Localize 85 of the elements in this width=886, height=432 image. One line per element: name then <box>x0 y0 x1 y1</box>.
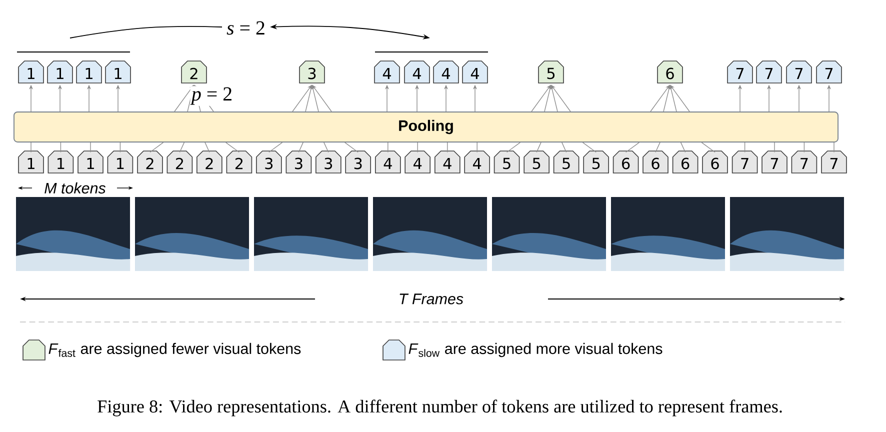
token: 5 <box>524 150 550 174</box>
token: 4 <box>374 60 400 84</box>
connector-line <box>30 142 32 153</box>
connector-line <box>625 142 640 153</box>
token: 4 <box>374 150 401 174</box>
token: 6 <box>642 150 668 174</box>
connector-line <box>268 142 283 153</box>
connector-line <box>204 142 210 153</box>
connector-line <box>655 142 660 153</box>
token: 4 <box>433 60 459 84</box>
connector-line <box>344 142 358 153</box>
video-frame <box>16 196 130 271</box>
connector-line <box>562 142 567 153</box>
pool-size-label: p = 2 <box>190 86 234 106</box>
pooling-bar: Pooling <box>14 112 838 142</box>
token: 7 <box>816 60 842 84</box>
token: 7 <box>762 150 788 174</box>
connector-line <box>179 142 185 153</box>
token: 3 <box>316 150 342 174</box>
connector-line <box>225 142 240 153</box>
token: 4 <box>404 60 430 84</box>
token: 7 <box>786 60 812 84</box>
token: 1 <box>48 150 74 174</box>
connector-line <box>506 142 521 153</box>
connector-line <box>536 142 542 153</box>
video-frame <box>730 196 844 271</box>
token: 2 <box>137 150 163 174</box>
token: 4 <box>434 150 460 174</box>
connector-line <box>680 142 686 153</box>
token: 7 <box>727 60 753 84</box>
dimension-label: M tokens <box>42 181 108 195</box>
video-frame <box>492 196 606 271</box>
token: 3 <box>256 150 282 174</box>
connector-line <box>120 142 121 153</box>
connector-line <box>744 142 746 153</box>
token: 1 <box>18 150 44 174</box>
token: 1 <box>47 60 73 84</box>
token: 5 <box>494 150 520 174</box>
connector-line <box>774 142 775 153</box>
token: 2 <box>166 150 193 174</box>
token: 4 <box>404 150 431 174</box>
token: 6 <box>612 150 639 174</box>
connector-line <box>804 142 805 153</box>
token: 4 <box>464 150 490 174</box>
video-frame <box>373 196 487 271</box>
token: 7 <box>821 150 847 174</box>
token: 2 <box>226 150 252 174</box>
token: 7 <box>791 150 818 174</box>
connector-line <box>417 142 418 153</box>
connector-line <box>476 142 478 153</box>
token: 6 <box>657 60 683 84</box>
video-frame <box>135 196 249 271</box>
connector-line <box>582 142 596 153</box>
token: 1 <box>18 60 44 84</box>
token: 1 <box>76 60 102 84</box>
token: 3 <box>345 150 372 174</box>
video-frame <box>611 196 725 271</box>
video-frame <box>254 196 368 271</box>
token: 3 <box>299 60 325 84</box>
connector-line <box>701 142 716 153</box>
connector-line <box>298 142 304 153</box>
token: 4 <box>462 60 488 84</box>
connector-line <box>90 142 91 153</box>
token: 1 <box>107 150 134 174</box>
token: 6 <box>702 150 728 174</box>
token: 7 <box>732 150 758 174</box>
token: 2 <box>181 60 207 84</box>
connector-line <box>60 142 62 153</box>
legend-text: F$_{slow}$ are assigned more visual tokens <box>408 342 662 358</box>
token: 3 <box>286 150 312 174</box>
token: 6 <box>672 150 698 174</box>
legend-text: F$_{fast}$ are assigned fewer visual tokens <box>48 342 301 358</box>
caption: Figure 8: Video representations. A different number of tokens are utilized to represent frames. <box>98 400 782 416</box>
connector-line <box>324 142 329 153</box>
connector-line <box>447 142 448 153</box>
token: 5 <box>538 60 564 84</box>
token: 5 <box>583 150 610 174</box>
token: 1 <box>105 60 131 84</box>
token: 5 <box>553 150 580 174</box>
token: 7 <box>756 60 782 84</box>
dimension-label: T Frames <box>397 292 465 306</box>
token: 1 <box>78 150 104 174</box>
token: 2 <box>196 150 222 174</box>
connector-line <box>150 142 164 153</box>
stride-label: s = 2 <box>225 20 267 36</box>
